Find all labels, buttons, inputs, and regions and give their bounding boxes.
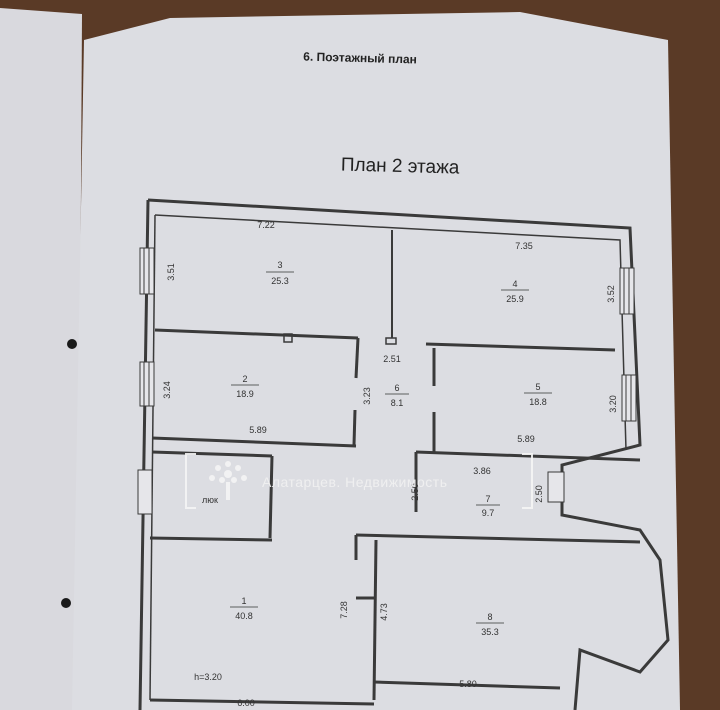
height-label: h=3.20: [194, 672, 222, 682]
wall-bottom-right: [373, 680, 561, 690]
section-title: 6. Поэтажный план: [303, 50, 417, 67]
dimension-labels: 7.22 7.35 3.51 3.52 2.51 3.24 3.23 3.20 …: [162, 220, 618, 708]
window-left-3: [137, 469, 153, 515]
binder-hole-top: [67, 339, 77, 349]
wall-4-5: [425, 342, 616, 352]
window-left-1: [139, 247, 155, 295]
watermark-text: Алатарцев. Недвижимость: [262, 474, 448, 490]
inner-wall-left: [149, 214, 156, 701]
binder-hole-bottom: [61, 598, 71, 608]
wall-8-top: [355, 533, 641, 544]
dim-250b: 2.50: [534, 485, 544, 503]
dim-323: 3.23: [362, 387, 372, 405]
room-4-area: 25.9: [506, 294, 524, 304]
room-7-area: 9.7: [482, 508, 495, 518]
room-2: 2 18.9: [231, 374, 259, 399]
main-page: [72, 12, 680, 710]
dim-386: 3.86: [473, 466, 491, 476]
dim-320: 3.20: [608, 395, 618, 413]
window-right-3: [547, 471, 565, 503]
dim-722: 7.22: [257, 220, 275, 230]
room-5-num: 5: [535, 382, 540, 392]
room-1-area: 40.8: [235, 611, 253, 621]
room-3-num: 3: [277, 260, 282, 270]
column-box-2: [385, 337, 397, 345]
room-8: 8 35.3: [476, 612, 504, 637]
room-7-num: 7: [485, 494, 490, 504]
room-5-area: 18.8: [529, 397, 547, 407]
room-8-num: 8: [487, 612, 492, 622]
wall-bottom-left: [149, 698, 375, 706]
room-6-area: 8.1: [391, 398, 404, 408]
column-box: [283, 333, 293, 343]
wall-1-top: [149, 536, 273, 542]
room-labels: 3 25.3 4 25.9 2 18.9 6 8.1 5 18.8 7 9.7: [230, 260, 552, 637]
wall-3-2: [154, 328, 359, 340]
window-right-2: [621, 374, 637, 422]
room-2-area: 18.9: [236, 389, 254, 399]
plan-title: План 2 этажа: [341, 154, 460, 178]
windows: [137, 247, 637, 515]
wall-5-bottom: [415, 450, 641, 462]
wall-2-right: [354, 337, 360, 379]
dim-251: 2.51: [383, 354, 401, 364]
room-3: 3 25.3: [266, 260, 294, 286]
wall-hatch-right: [268, 455, 274, 539]
dim-324: 3.24: [162, 381, 172, 399]
window-left-2: [139, 361, 155, 407]
room-5: 5 18.8: [524, 382, 552, 407]
wall-2-bottom: [151, 436, 357, 448]
dim-352: 3.52: [606, 285, 616, 303]
outer-wall: [147, 198, 670, 710]
room-7: 7 9.7: [476, 494, 500, 518]
watermark: Алатарцев. Недвижимость: [185, 453, 533, 509]
room-4-num: 4: [512, 279, 517, 289]
dim-580: 5.80: [459, 679, 477, 689]
room-6-num: 6: [394, 383, 399, 393]
room-2-num: 2: [242, 374, 247, 384]
dim-351: 3.51: [166, 263, 176, 281]
dim-589b: 5.89: [517, 434, 535, 444]
wall-hatch-top: [151, 450, 273, 458]
back-page: [0, 8, 82, 710]
dim-473: 4.73: [379, 603, 389, 621]
room-6: 6 8.1: [385, 383, 409, 408]
watermark-frame: [185, 453, 533, 509]
dim-728: 7.28: [339, 601, 349, 619]
room-8-area: 35.3: [481, 627, 499, 637]
window-right-1: [619, 267, 635, 315]
room-1: 1 40.8: [230, 596, 258, 621]
room-1-num: 1: [241, 596, 246, 606]
wall-2-right-low: [352, 409, 357, 446]
wall-1-8-b: [372, 539, 378, 701]
room-4: 4 25.9: [501, 279, 529, 304]
tree-logo-icon: [209, 461, 247, 500]
room-3-area: 25.3: [271, 276, 289, 286]
dim-600: 6.00: [237, 698, 255, 708]
hatch-label: люк: [202, 495, 218, 505]
dim-589a: 5.89: [249, 425, 267, 435]
dim-250a: 2.50: [410, 483, 420, 501]
dim-735: 7.35: [515, 241, 533, 251]
